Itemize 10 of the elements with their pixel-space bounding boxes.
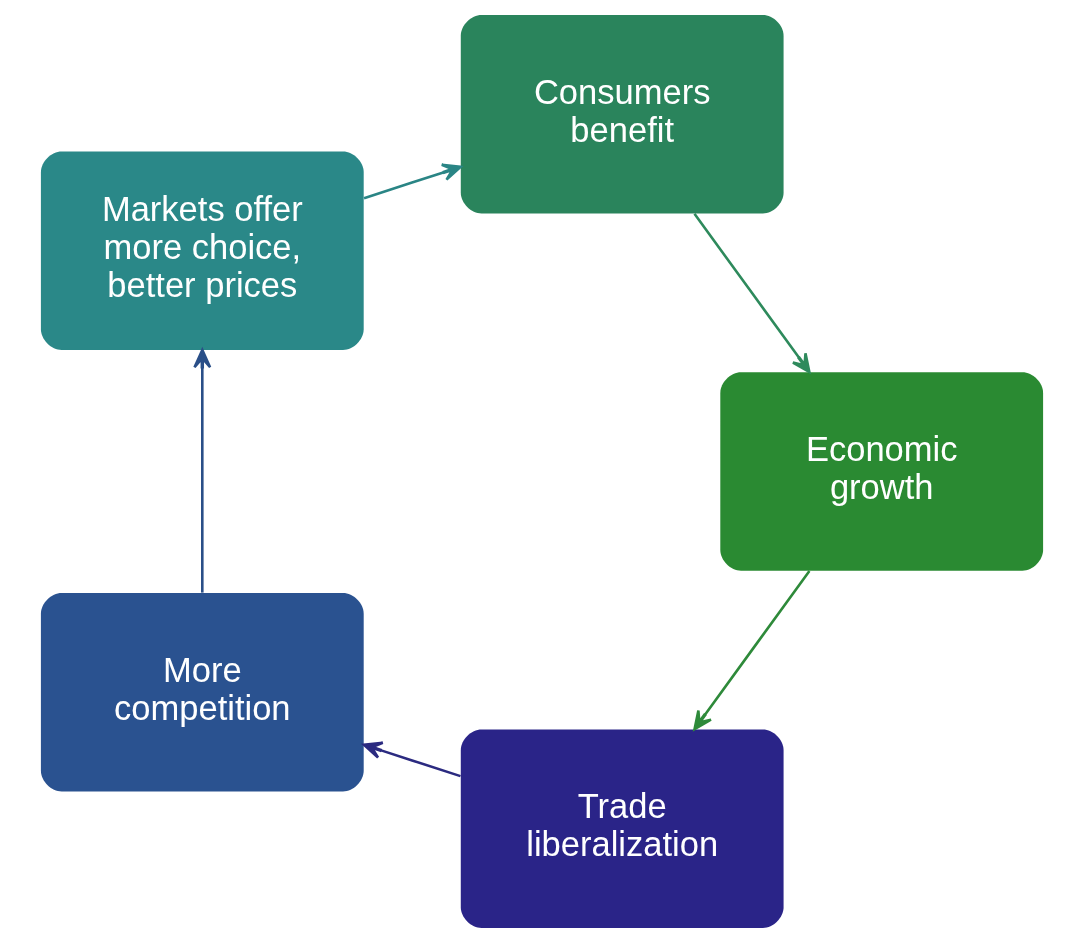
node-box: Markets offer more choice, better prices <box>40 151 364 350</box>
arrow <box>193 348 212 593</box>
arrow <box>693 570 811 731</box>
arrow <box>362 741 461 778</box>
arrow <box>693 213 811 374</box>
arrow <box>363 163 462 200</box>
node-box: Trade liberalization <box>460 729 784 928</box>
node-box: Economic growth <box>720 372 1044 571</box>
node-box: More competition <box>40 593 364 792</box>
node-box: Consumers benefit <box>460 15 784 214</box>
